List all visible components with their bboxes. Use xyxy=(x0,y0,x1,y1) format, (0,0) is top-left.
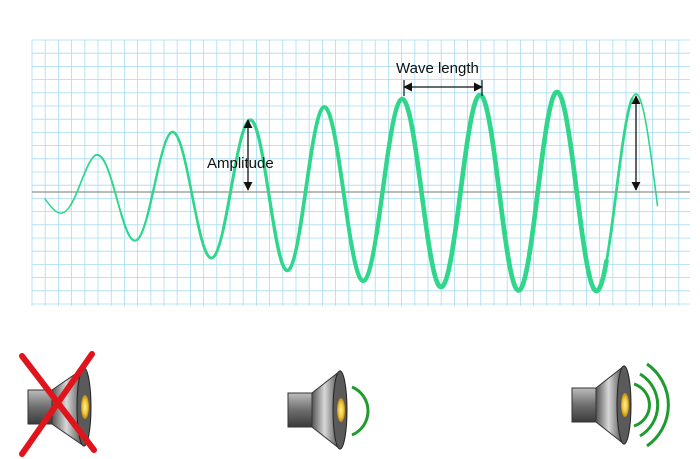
amplitude-label: Amplitude xyxy=(207,155,274,172)
wave-segment xyxy=(221,118,252,230)
wave-segment xyxy=(348,228,380,284)
wave-segment xyxy=(425,233,456,290)
wave-segment xyxy=(476,92,507,236)
wave-segment xyxy=(69,154,98,207)
wave-segment xyxy=(196,222,226,260)
wave-segment xyxy=(450,93,482,249)
wave-segment xyxy=(298,105,328,231)
wave-segment xyxy=(552,89,584,228)
sound-wave xyxy=(44,89,659,294)
sound-arc-large xyxy=(646,362,670,448)
sound-arc xyxy=(351,385,370,437)
wave-length-label: Wave length xyxy=(396,60,479,77)
wave-segment xyxy=(399,96,431,242)
speaker-muted-icon xyxy=(19,351,97,457)
wave-segment xyxy=(171,130,200,228)
wave-segment xyxy=(374,96,405,237)
wave-segment xyxy=(120,213,149,242)
wave-segment xyxy=(247,118,277,234)
wave-segment xyxy=(145,130,175,219)
wave-segment xyxy=(578,218,609,294)
graph-paper-grid xyxy=(31,39,690,306)
wave-segment xyxy=(630,93,659,207)
wave-segment xyxy=(272,223,303,273)
speaker-low-volume-icon xyxy=(287,369,370,451)
speaker-high-volume-icon xyxy=(571,362,670,448)
wave-segment xyxy=(501,226,533,293)
wave-segment xyxy=(323,105,354,247)
wave-segment xyxy=(604,97,634,266)
wave-segment xyxy=(95,153,123,218)
wave-segment xyxy=(44,198,72,214)
sound-arc-small xyxy=(633,382,651,428)
sound-arc-medium xyxy=(639,372,660,438)
wave-segment xyxy=(527,90,558,257)
mute-cross-line-2 xyxy=(19,351,95,457)
